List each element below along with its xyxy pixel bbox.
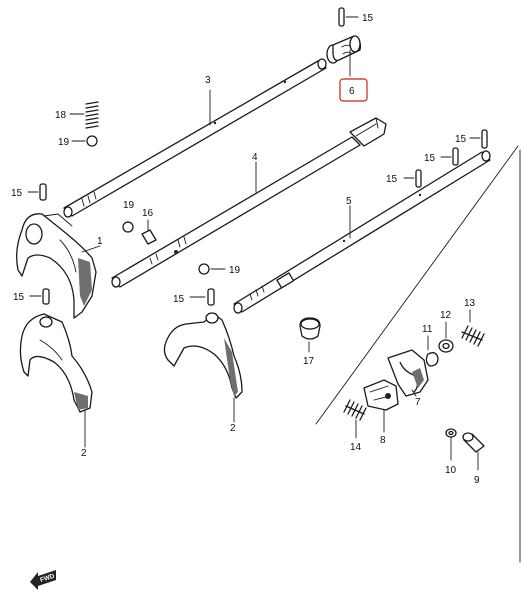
part-6-shift-shaft-end[interactable] <box>326 35 362 77</box>
label-15-left[interactable]: 15 <box>11 188 23 199</box>
label-10[interactable]: 10 <box>445 465 457 476</box>
label-15-right-3[interactable]: 15 <box>386 174 398 185</box>
label-15-fork1[interactable]: 15 <box>13 292 25 303</box>
label-3[interactable]: 3 <box>205 75 211 86</box>
part-15-pin-middle[interactable] <box>189 288 215 306</box>
part-13-spring[interactable] <box>461 309 485 347</box>
label-12[interactable]: 12 <box>440 310 452 321</box>
part-15-pin-right-3[interactable] <box>403 169 422 188</box>
part-15-pin-right-1[interactable] <box>469 129 488 149</box>
label-15-right-1[interactable]: 15 <box>455 134 467 145</box>
assembly-guide-lines <box>315 145 521 563</box>
label-15-right-2[interactable]: 15 <box>424 153 436 164</box>
label-17[interactable]: 17 <box>303 356 315 367</box>
part-15-pin-left[interactable] <box>27 183 47 201</box>
part-15-pin-right-2[interactable] <box>440 147 459 166</box>
label-15-middle[interactable]: 15 <box>173 294 185 305</box>
label-14[interactable]: 14 <box>350 442 362 453</box>
part-19-ball-middle[interactable] <box>122 221 134 233</box>
label-19-middle[interactable]: 19 <box>123 200 135 211</box>
part-1-shift-fork[interactable] <box>16 213 101 319</box>
label-13[interactable]: 13 <box>464 298 476 309</box>
part-10-washer[interactable] <box>445 428 457 461</box>
label-19-upper[interactable]: 19 <box>58 137 70 148</box>
label-15-top[interactable]: 15 <box>362 13 374 24</box>
part-5-shift-shaft[interactable] <box>233 150 491 314</box>
part-15-pin-top[interactable] <box>338 7 359 27</box>
part-12-washer[interactable] <box>438 321 454 353</box>
part-11-clip[interactable] <box>425 335 439 367</box>
part-6-highlight-box <box>339 78 368 102</box>
part-19-ball-upper[interactable] <box>71 135 98 147</box>
part-7-bracket[interactable] <box>387 349 429 397</box>
part-2-shift-fork-left[interactable] <box>19 313 93 448</box>
label-4[interactable]: 4 <box>252 152 258 163</box>
label-19-lower[interactable]: 19 <box>229 265 241 276</box>
part-3-shift-shaft[interactable] <box>63 58 327 218</box>
part-15-pin-fork1[interactable] <box>29 288 50 305</box>
label-6[interactable]: 6 <box>349 86 355 97</box>
part-17-cap[interactable] <box>299 317 321 353</box>
label-2-left[interactable]: 2 <box>81 448 87 459</box>
part-4-shift-shaft[interactable] <box>111 117 387 288</box>
label-11[interactable]: 11 <box>422 324 433 335</box>
label-9[interactable]: 9 <box>474 475 480 486</box>
part-16-pin[interactable] <box>141 219 157 245</box>
label-1[interactable]: 1 <box>97 236 103 247</box>
label-2-middle[interactable]: 2 <box>230 423 236 434</box>
label-7[interactable]: 7 <box>415 397 421 408</box>
part-9-bolt[interactable] <box>462 432 485 471</box>
forward-arrow-icon: FWD <box>30 570 56 590</box>
part-8-selector[interactable] <box>363 379 399 433</box>
label-5[interactable]: 5 <box>346 196 352 207</box>
label-18[interactable]: 18 <box>55 110 67 121</box>
label-16[interactable]: 16 <box>142 208 154 219</box>
fwd-label: FWD <box>39 573 56 584</box>
part-18-spring[interactable] <box>69 101 99 129</box>
label-8[interactable]: 8 <box>380 435 386 446</box>
part-19-ball-lower[interactable] <box>198 263 226 275</box>
part-14-spring[interactable] <box>343 399 367 439</box>
part-2-shift-fork-middle[interactable] <box>163 312 243 423</box>
